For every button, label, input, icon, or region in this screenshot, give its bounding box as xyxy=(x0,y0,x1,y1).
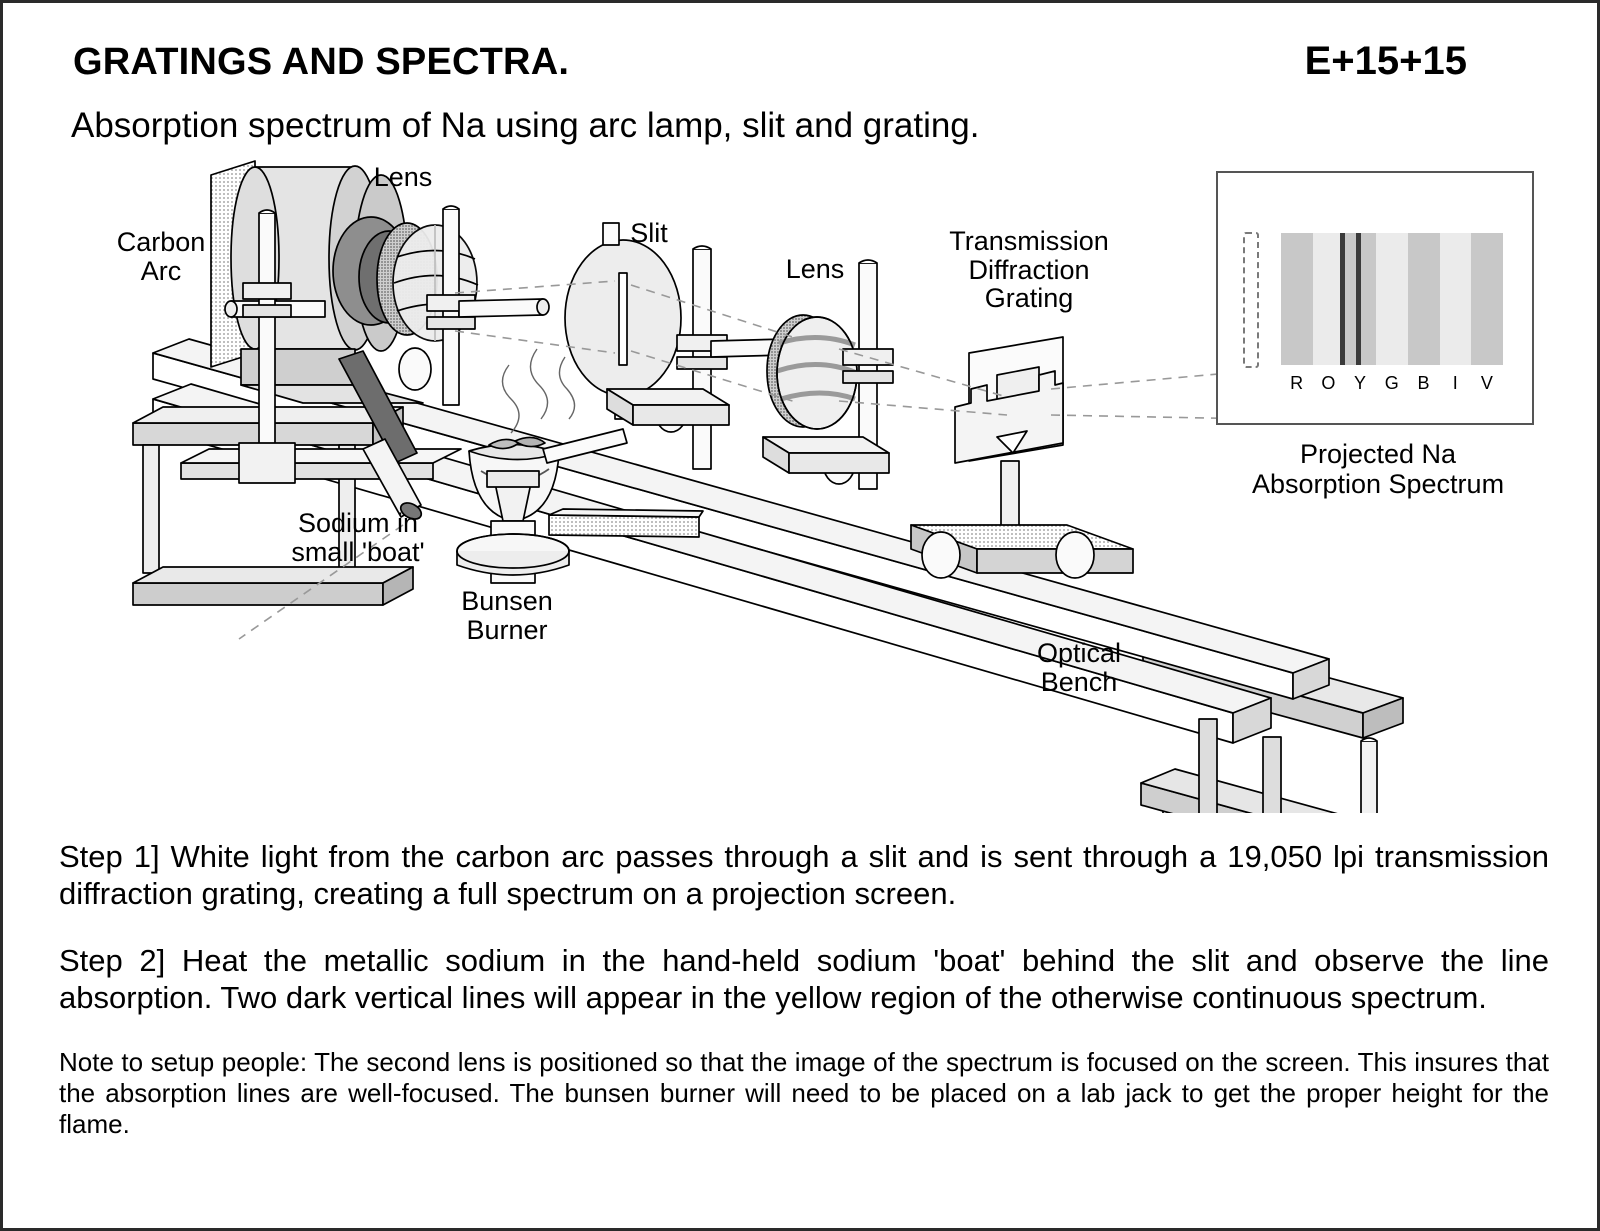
instructions: Step 1] White light from the carbon arc … xyxy=(59,839,1549,1140)
support-post-1 xyxy=(238,209,296,484)
step-1-text: Step 1] White light from the carbon arc … xyxy=(59,839,1549,911)
support-post-4 xyxy=(842,259,894,490)
step-2-text: Step 2] Heat the metallic sodium in the … xyxy=(59,942,1549,1015)
spectrum-label-r: R xyxy=(1290,373,1304,393)
na-absorption-line-2 xyxy=(1356,233,1362,365)
setup-note-text: Note to setup people: The second lens is… xyxy=(59,1046,1549,1139)
lens-2 xyxy=(766,314,858,430)
label-lens-2: Lens xyxy=(785,254,845,284)
flame-wisps xyxy=(501,348,576,434)
spectrum-band-r xyxy=(1281,233,1313,365)
support-post-2 xyxy=(426,205,550,406)
spectrum-band-b xyxy=(1407,233,1440,365)
spectrum-band-g xyxy=(1376,233,1408,365)
label-lens-1: Lens xyxy=(373,162,433,192)
spectrum-label-g: G xyxy=(1384,373,1400,393)
light-rays xyxy=(238,280,1364,640)
spectrum-strip xyxy=(1281,233,1504,365)
spectrum-label-o: O xyxy=(1321,373,1336,393)
na-absorption-line-1 xyxy=(1340,233,1346,365)
spectrum-band-o xyxy=(1312,233,1345,365)
spectrum-band-i xyxy=(1439,233,1472,365)
slit-reference-outline xyxy=(1243,232,1259,368)
apparatus-svg xyxy=(132,160,1404,813)
bench-carriage xyxy=(910,524,1134,579)
spectrum-label-y: Y xyxy=(1354,373,1367,393)
spectrum-band-v xyxy=(1471,233,1504,365)
page-title: GRATINGS AND SPECTRA. xyxy=(73,41,570,83)
demo-code: E+15+15 xyxy=(1304,39,1467,83)
diffraction-grating xyxy=(954,336,1064,534)
page-subtitle: Absorption spectrum of Na using arc lamp… xyxy=(71,106,980,145)
bench-blocks xyxy=(606,388,890,474)
spectrum-label-v: V xyxy=(1480,373,1494,393)
spectrum-label-b: B xyxy=(1417,373,1430,393)
bunsen-burner xyxy=(456,470,704,584)
label-slit: Slit xyxy=(630,218,668,248)
spectrum-label-i: I xyxy=(1452,373,1459,393)
